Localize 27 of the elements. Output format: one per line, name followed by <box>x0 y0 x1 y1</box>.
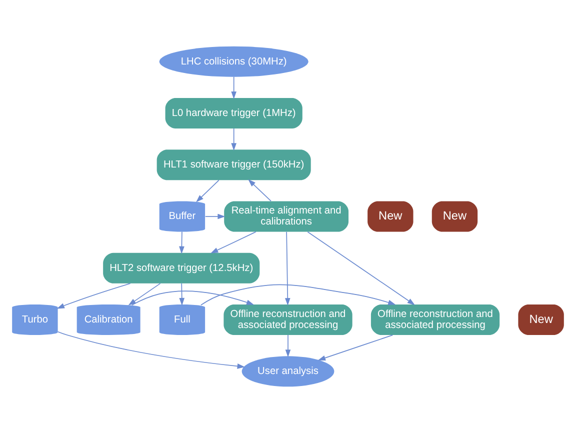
arrow <box>307 231 416 306</box>
arrow <box>196 180 220 202</box>
node-box: Offline reconstruction and associated processing <box>370 304 500 335</box>
arrow <box>179 231 184 254</box>
arrow <box>231 128 236 151</box>
arrow <box>248 179 272 202</box>
arrow <box>200 284 396 306</box>
node-ellipse: LHC collisions (30MHz) <box>159 46 308 77</box>
arrow <box>204 214 226 220</box>
arrow <box>179 283 185 306</box>
arrow <box>128 283 161 306</box>
arrow <box>210 231 256 254</box>
node-box: HLT2 software trigger (12.5kHz) <box>103 252 260 284</box>
arrow <box>56 283 131 309</box>
node-box: New <box>368 201 414 232</box>
arrow <box>285 334 291 358</box>
node-box: New <box>432 201 478 232</box>
arrow <box>284 231 290 306</box>
arrow <box>132 290 254 306</box>
arrow <box>57 331 245 369</box>
node-box: New <box>518 304 564 335</box>
arrow <box>318 334 394 360</box>
node-box: HLT1 software trigger (150kHz) <box>156 150 311 180</box>
node-box: Real-time alignment and calibrations <box>224 201 349 232</box>
node-box: Offline reconstruction and associated processing <box>224 304 352 335</box>
arrow <box>231 76 236 100</box>
node-box: L0 hardware trigger (1MHz) <box>165 98 302 128</box>
